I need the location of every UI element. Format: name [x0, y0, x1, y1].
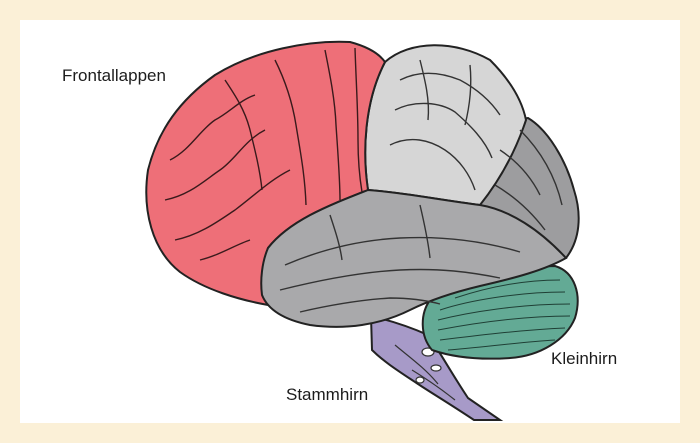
cerebellum-label: Kleinhirn — [551, 349, 617, 369]
brainstem-label: Stammhirn — [286, 385, 368, 405]
frontal-lobe-label: Frontallappen — [62, 66, 166, 86]
